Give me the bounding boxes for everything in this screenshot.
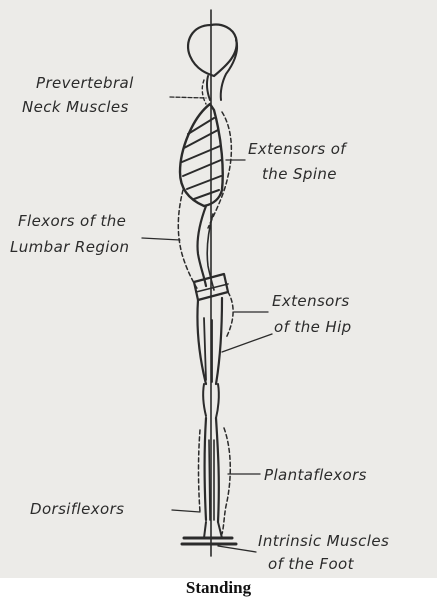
label-flexors-lumbar-line1: Flexors of the [18,212,126,231]
label-prevertebral-line2: Neck Muscles [22,98,129,117]
foot [182,538,236,544]
label-extensors-spine-line1: Extensors of [248,140,346,159]
label-extensors-hip-line2: of the Hip [274,318,352,337]
label-flexors-lumbar-line2: Lumbar Region [10,238,129,257]
label-prevertebral-line1: Prevertebral [36,74,134,93]
label-extensors-hip-line1: Extensors [272,292,350,311]
thigh [197,298,222,384]
label-dorsiflexors: Dorsiflexors [30,500,124,519]
label-intrinsic-line2: of the Foot [268,555,354,574]
label-extensors-spine-line2: the Spine [262,165,337,184]
label-intrinsic-line1: Intrinsic Muscles [258,532,389,551]
figure-caption: Standing [0,577,437,598]
label-plantaflexors: Plantaflexors [264,466,367,485]
diagram-area: Prevertebral Neck Muscles Extensors of t… [0,0,437,578]
